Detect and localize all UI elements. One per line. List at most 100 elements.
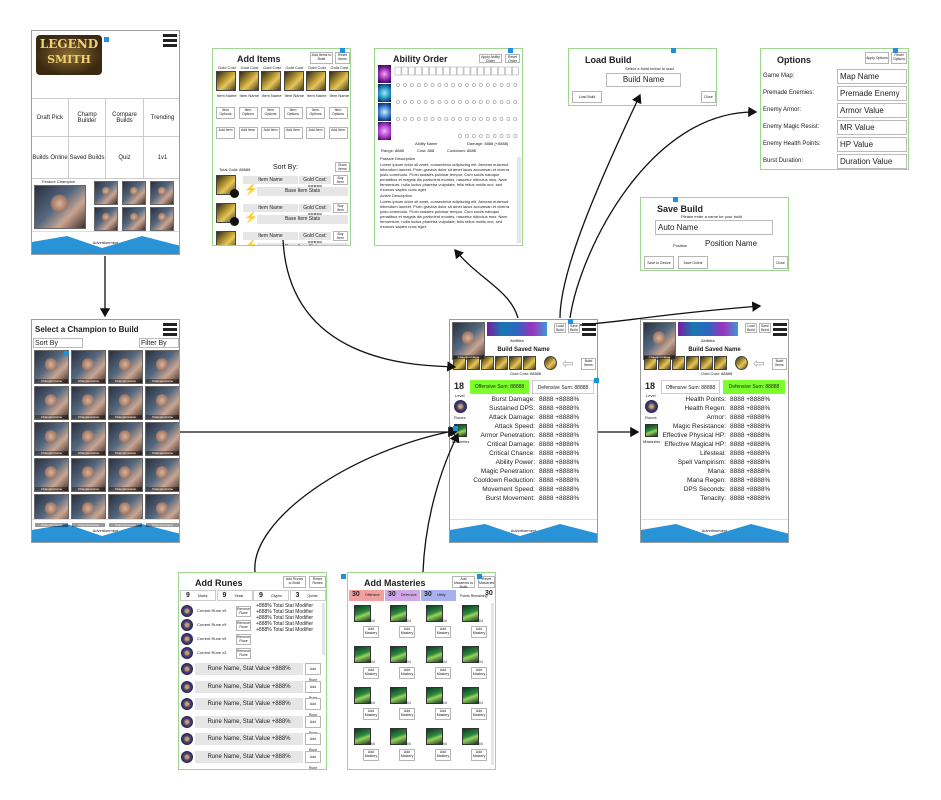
ability-point[interactable] bbox=[465, 83, 469, 87]
save-device-button[interactable]: Save to Device bbox=[644, 256, 674, 269]
option-value-field[interactable]: MR Value bbox=[837, 120, 907, 135]
level-value[interactable]: 18 bbox=[645, 381, 656, 391]
champion-tile[interactable]: Championname bbox=[71, 386, 106, 420]
ability-icon[interactable] bbox=[378, 65, 391, 83]
champion-tile[interactable]: Championname bbox=[71, 422, 106, 456]
menu-icon[interactable] bbox=[163, 323, 177, 338]
ability-point[interactable] bbox=[409, 83, 414, 87]
item-options-button[interactable]: Item Options bbox=[216, 107, 235, 119]
ability-point[interactable] bbox=[458, 134, 462, 138]
level-cell[interactable] bbox=[401, 66, 409, 76]
buy-item-button[interactable]: Buy Item bbox=[333, 175, 348, 185]
champion-tile[interactable]: Championname bbox=[71, 458, 106, 492]
add-item-button[interactable]: Add Item bbox=[283, 127, 303, 139]
add-mastery-button[interactable]: Add Mastery bbox=[435, 667, 451, 679]
ability-point[interactable] bbox=[485, 117, 490, 121]
remove-rune-button[interactable]: Remove Rune bbox=[236, 634, 251, 645]
load-build-button[interactable]: Load Build bbox=[554, 323, 566, 333]
add-mastery-button[interactable]: Add Mastery bbox=[399, 749, 415, 761]
rune-icon[interactable] bbox=[181, 698, 193, 710]
reset-options-button[interactable]: Reset Options bbox=[891, 52, 907, 64]
reset-masteries-button[interactable]: Reset Masteries bbox=[478, 576, 495, 588]
level-cell[interactable] bbox=[394, 66, 402, 76]
buy-item-button[interactable]: Buy Item bbox=[333, 203, 348, 213]
add-mastery-button[interactable]: Add Mastery bbox=[399, 626, 415, 638]
champion-tile[interactable]: Championname bbox=[71, 494, 106, 528]
featured-thumb[interactable] bbox=[150, 181, 174, 205]
scrollbar[interactable] bbox=[517, 157, 521, 243]
champion-tile[interactable]: Championname bbox=[71, 350, 106, 384]
ability-point[interactable] bbox=[472, 100, 476, 104]
build-name-input[interactable]: Auto Name bbox=[655, 220, 773, 235]
ability-point[interactable] bbox=[416, 100, 421, 104]
reset-runes-button[interactable]: Reset Runes bbox=[309, 576, 326, 588]
add-item-button[interactable]: Add Item bbox=[238, 127, 258, 139]
level-cell[interactable] bbox=[408, 66, 416, 76]
level-cell[interactable] bbox=[456, 66, 464, 76]
mastery-icon[interactable] bbox=[354, 728, 371, 745]
featured-thumb[interactable] bbox=[94, 207, 118, 231]
featured-thumb[interactable] bbox=[122, 181, 146, 205]
add-mastery-button[interactable]: Add Mastery bbox=[363, 749, 379, 761]
champion-tile[interactable]: Championname bbox=[145, 458, 179, 492]
ability-point[interactable] bbox=[423, 83, 428, 87]
ability-point[interactable] bbox=[472, 83, 476, 87]
build-item-slot[interactable] bbox=[672, 356, 685, 370]
rune-icon[interactable] bbox=[181, 647, 193, 659]
save-build-button[interactable]: Save Build bbox=[568, 323, 580, 333]
ability-point[interactable] bbox=[396, 117, 400, 121]
mastery-icon[interactable] bbox=[390, 728, 407, 745]
menu-saved-builds[interactable]: Saved Builds bbox=[69, 137, 106, 179]
item-options-button[interactable]: Item Options bbox=[283, 107, 303, 119]
level-cell[interactable] bbox=[484, 66, 491, 76]
offensive-sum[interactable]: Offensive Sum: 88888 bbox=[661, 380, 720, 394]
ability-point[interactable] bbox=[506, 117, 511, 121]
ability-point[interactable] bbox=[403, 117, 407, 121]
item-options-button[interactable]: Item Options bbox=[238, 107, 258, 119]
champion-tile[interactable]: Championname bbox=[108, 458, 143, 492]
apply-ability-button[interactable]: Apply Ability Order bbox=[479, 54, 502, 63]
add-mastery-button[interactable]: Add Mastery bbox=[435, 626, 451, 638]
rune-icon[interactable] bbox=[181, 680, 193, 693]
mastery-icon[interactable] bbox=[462, 728, 479, 745]
add-items-button[interactable]: Add Items to Build bbox=[310, 52, 333, 64]
champion-tile[interactable]: Championname bbox=[34, 458, 69, 492]
ability-point[interactable] bbox=[423, 100, 428, 104]
item-icon[interactable] bbox=[238, 71, 259, 91]
ability-point[interactable] bbox=[403, 83, 407, 87]
ability-point[interactable] bbox=[416, 83, 421, 87]
level-cell[interactable] bbox=[512, 66, 519, 76]
menu-icon[interactable] bbox=[773, 323, 787, 338]
save-build-button[interactable]: Save Build bbox=[759, 323, 771, 333]
add-item-button[interactable]: Add Item bbox=[216, 127, 235, 139]
build-item-slot[interactable] bbox=[714, 356, 727, 370]
ability-point[interactable] bbox=[465, 100, 469, 104]
ability-point[interactable] bbox=[409, 100, 414, 104]
build-item-slot[interactable] bbox=[509, 356, 522, 370]
menu-icon[interactable] bbox=[163, 34, 177, 49]
close-button[interactable]: Close bbox=[773, 256, 788, 269]
featured-champion[interactable] bbox=[34, 185, 86, 229]
add-item-button[interactable]: Add Item bbox=[328, 127, 348, 139]
rune-icon[interactable] bbox=[181, 605, 193, 617]
champion-tile[interactable]: Championname bbox=[108, 386, 143, 420]
runes-icon[interactable] bbox=[645, 400, 658, 413]
build-item-slot[interactable] bbox=[544, 356, 557, 370]
add-mastery-button[interactable]: Add Mastery bbox=[363, 708, 379, 720]
rune-icon[interactable] bbox=[181, 750, 193, 763]
ability-point[interactable] bbox=[472, 117, 476, 121]
mastery-icon[interactable] bbox=[354, 687, 371, 704]
option-value-field[interactable]: Map Name bbox=[837, 69, 907, 84]
ability-point[interactable] bbox=[506, 83, 511, 87]
defensive-sum[interactable]: Defensive Sum: 88888 bbox=[723, 380, 785, 394]
advertisement[interactable]: Advertisement bbox=[32, 231, 179, 254]
level-cell[interactable] bbox=[491, 66, 498, 76]
ability-point[interactable] bbox=[499, 134, 504, 138]
rune-icon[interactable] bbox=[181, 733, 193, 745]
ability-point[interactable] bbox=[416, 117, 421, 121]
ability-point[interactable] bbox=[492, 134, 497, 138]
ability-point[interactable] bbox=[403, 100, 407, 104]
ability-point[interactable] bbox=[437, 83, 442, 87]
option-value-field[interactable]: Premade Enemy bbox=[837, 86, 907, 101]
scrollbar[interactable] bbox=[491, 603, 494, 765]
